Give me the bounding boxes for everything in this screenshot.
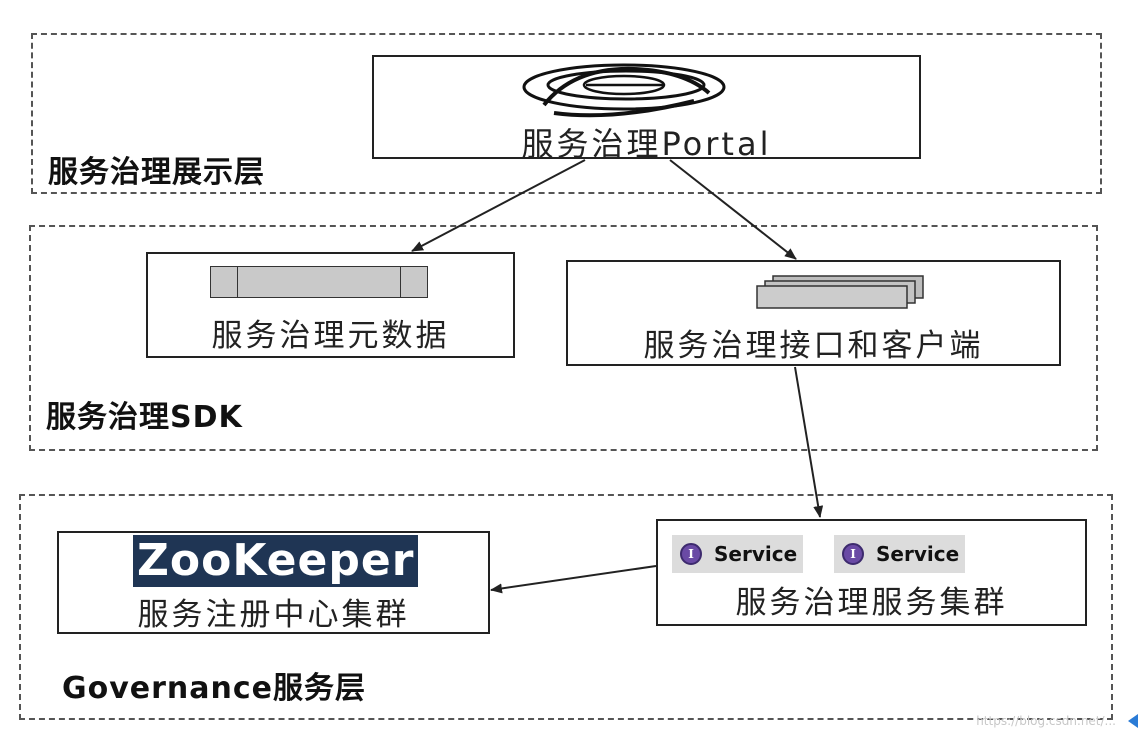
watermark: https://blog.csdn.net/... [976, 714, 1116, 728]
metadata-box[interactable]: 服务治理元数据 [146, 252, 515, 358]
service-layer [19, 494, 1113, 720]
service-layer-label: Governance服务层 [62, 671, 367, 706]
client-label: 服务治理接口和客户端 [643, 328, 984, 364]
portal-globe-icon [522, 63, 726, 118]
service-chip-text: Service [714, 542, 798, 566]
corner-marker-icon [1128, 714, 1138, 728]
interface-icon: I [842, 543, 864, 565]
service-chip: I Service [672, 535, 804, 573]
client-box[interactable]: 服务治理接口和客户端 [566, 260, 1061, 366]
service-chip: I Service [834, 535, 966, 573]
display-layer-label: 服务治理展示层 [48, 155, 265, 190]
registry-box[interactable]: ZooKeeper 服务注册中心集群 [57, 531, 490, 634]
metadata-label: 服务治理元数据 [211, 318, 450, 354]
service-chip-text: Service [876, 542, 960, 566]
interface-icon: I [680, 543, 702, 565]
portal-label: 服务治理Portal [521, 125, 772, 163]
metadata-bar-icon [210, 266, 428, 298]
cluster-label: 服务治理服务集群 [735, 585, 1008, 621]
cluster-box[interactable]: I Service I Service 服务治理服务集群 [656, 519, 1087, 626]
zookeeper-logo: ZooKeeper [133, 535, 419, 587]
portal-box[interactable]: 服务治理Portal [372, 55, 921, 163]
registry-label: 服务注册中心集群 [137, 597, 410, 633]
server-stack-icon [756, 275, 924, 309]
sdk-layer-label: 服务治理SDK [46, 400, 243, 435]
